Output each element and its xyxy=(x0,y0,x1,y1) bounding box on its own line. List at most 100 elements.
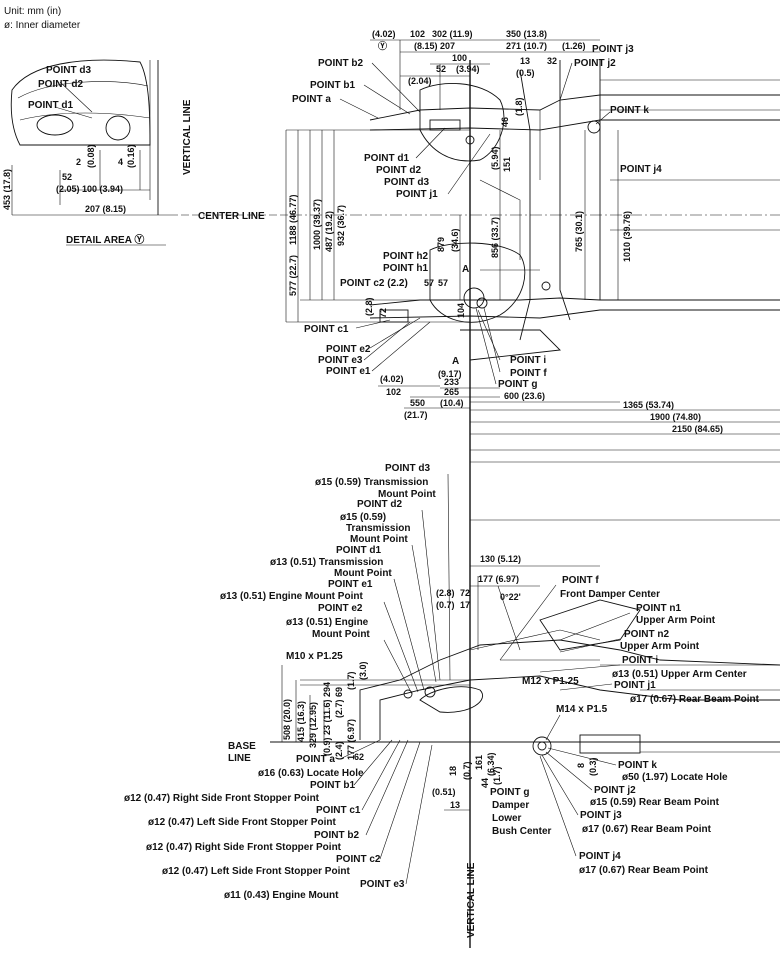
side-j2-desc: ø15 (0.59) Rear Beam Point xyxy=(590,797,720,808)
side-view-dims: BASE LINE VERTICAL LINE POINT g Damper L… xyxy=(228,554,600,938)
dim-57-b: 57 xyxy=(438,278,448,288)
dim-13-side: 13 xyxy=(450,800,460,810)
top-point-h1: POINT h1 xyxy=(383,263,428,274)
top-point-b2: POINT b2 xyxy=(318,58,363,69)
dim-4: 4 xyxy=(118,157,123,167)
dim-1-26: (1.26) xyxy=(562,41,586,51)
dim-151: 151 xyxy=(502,157,512,172)
dim-0-7-side: (0.7) xyxy=(436,600,455,610)
dim-52: 52 xyxy=(62,172,72,182)
top-point-d1: POINT d1 xyxy=(364,153,409,164)
side-b1-desc: ø12 (0.47) Right Side Front Stopper Poin… xyxy=(124,793,320,804)
dim-271: 271 (10.7) xyxy=(506,41,547,51)
top-point-d2: POINT d2 xyxy=(376,165,421,176)
dim-600: 600 (23.6) xyxy=(504,391,545,401)
side-c1-desc: ø12 (0.47) Left Side Front Stopper Point xyxy=(148,817,336,828)
dim-765: 765 (30.1) xyxy=(574,211,584,252)
dim-233: 233 xyxy=(444,377,459,387)
detail-point-d1: POINT d1 xyxy=(28,100,73,111)
dim-177-top: 177 (6.97) xyxy=(478,574,519,584)
dim-329: 329 (12.95) xyxy=(308,702,318,748)
dim-57-a: 57 xyxy=(424,278,434,288)
detail-area-title: DETAIL AREA Ⓨ xyxy=(66,233,144,246)
detail-vertical-line: VERTICAL LINE xyxy=(182,99,193,175)
side-b2-desc: ø12 (0.47) Right Side Front Stopper Poin… xyxy=(146,842,342,853)
dim-1000: 1000 (39.37) xyxy=(312,199,322,250)
unit-legend: Unit: mm (in) xyxy=(4,6,61,17)
dim-4-02-top: (4.02) xyxy=(372,29,396,39)
dim-207-top: (8.15) 207 xyxy=(414,41,455,51)
dim-72-top: 72 xyxy=(378,308,388,318)
side-point-j3: POINT j3 xyxy=(580,810,622,821)
side-point-i: POINT i xyxy=(622,655,658,666)
dim-577: 577 (22.7) xyxy=(288,255,298,296)
dim-1-8: (1.8) xyxy=(514,97,524,116)
dim-453: 453 (17.8) xyxy=(2,169,12,210)
side-point-j1: POINT j1 xyxy=(614,680,656,691)
top-view-dims-vertical: 1188 (46.77) 1000 (39.37) 487 (19.2) 932… xyxy=(285,97,632,322)
side-m10: M10 x P1.25 xyxy=(286,651,343,662)
side-d2-desc2: Transmission xyxy=(346,523,410,534)
side-damper: Damper xyxy=(492,800,529,811)
detail-area-y: POINT d3 POINT d2 POINT d1 VERTICAL LINE… xyxy=(2,59,193,246)
side-view-frame xyxy=(270,599,780,756)
side-point-e1: POINT e1 xyxy=(328,579,373,590)
dim-10-4: (10.4) xyxy=(440,398,464,408)
top-point-e1: POINT e1 xyxy=(326,366,371,377)
dim-0-3: (0.3) xyxy=(588,757,598,776)
dim-856: 856 (33.7) xyxy=(490,217,500,258)
side-c2-desc: ø12 (0.47) Left Side Front Stopper Point xyxy=(162,866,350,877)
top-point-c1: POINT c1 xyxy=(304,324,349,335)
dim-207: 207 (8.15) xyxy=(85,204,126,214)
dim-2: 2 xyxy=(76,157,81,167)
dim-3-0: (3.0) xyxy=(358,661,368,680)
side-a-desc: ø16 (0.63) Locate Hole xyxy=(258,768,364,779)
dim-550: 550 xyxy=(410,398,425,408)
top-point-d3: POINT d3 xyxy=(384,177,429,188)
dim-9-17: (9.17) xyxy=(438,369,462,379)
detail-point-d2: POINT d2 xyxy=(38,79,83,90)
side-point-b1: POINT b1 xyxy=(310,780,355,791)
top-point-b1: POINT b1 xyxy=(310,80,355,91)
dim-5-94: (5.94) xyxy=(490,146,500,170)
dim-508: 508 (20.0) xyxy=(282,699,292,740)
dim-44: 44 xyxy=(480,778,490,788)
top-point-e2: POINT e2 xyxy=(326,344,371,355)
side-point-g: POINT g xyxy=(490,787,529,798)
dim-130: 130 (5.12) xyxy=(480,554,521,564)
side-i-desc: ø13 (0.51) Upper Arm Center xyxy=(612,669,747,680)
dim-3-94: (3.94) xyxy=(456,64,480,74)
dim-2-8-side: (2.8) xyxy=(436,588,455,598)
side-m14: M14 x P1.5 xyxy=(556,704,608,715)
dim-415: 415 (16.3) xyxy=(296,701,306,742)
side-lower: Lower xyxy=(492,813,522,824)
side-point-d1: POINT d1 xyxy=(336,545,381,556)
side-e2-desc2: Mount Point xyxy=(312,629,370,640)
side-point-k: POINT k xyxy=(618,760,657,771)
side-m12: M12 x P1.25 xyxy=(522,676,579,687)
dim-69: (2.7) 69 xyxy=(334,687,344,718)
dim-angle: 0°22' xyxy=(500,592,521,602)
dim-2-4: (2.4) xyxy=(334,741,344,760)
side-d1-desc: ø13 (0.51) Transmission xyxy=(270,557,383,568)
dim-1365: 1365 (53.74) xyxy=(623,400,674,410)
top-point-j4: POINT j4 xyxy=(620,164,662,175)
side-bush-center: Bush Center xyxy=(492,826,552,837)
top-view-frame xyxy=(286,60,780,948)
side-e1-desc: ø13 (0.51) Engine Mount Point xyxy=(220,591,363,602)
dim-4-02-bottom: (4.02) xyxy=(380,374,404,384)
dim-177-left: 177 (6.97) xyxy=(346,719,356,760)
dim-265: 265 xyxy=(444,387,459,397)
side-point-n2: POINT n2 xyxy=(624,629,669,640)
top-point-j2: POINT j2 xyxy=(574,58,616,69)
side-e3-desc: ø11 (0.43) Engine Mount xyxy=(224,890,339,901)
side-f-desc: Front Damper Center xyxy=(560,589,660,600)
side-view-right-callouts: POINT f Front Damper Center POINT n1 Upp… xyxy=(499,575,780,876)
side-k-desc: ø50 (1.97) Locate Hole xyxy=(622,772,728,783)
base-line-label-2: LINE xyxy=(228,753,251,764)
dim-487: 487 (19.2) xyxy=(324,211,334,252)
detail-y-marker: Ⓨ xyxy=(378,40,387,51)
dim-100-top: 100 xyxy=(452,53,467,63)
